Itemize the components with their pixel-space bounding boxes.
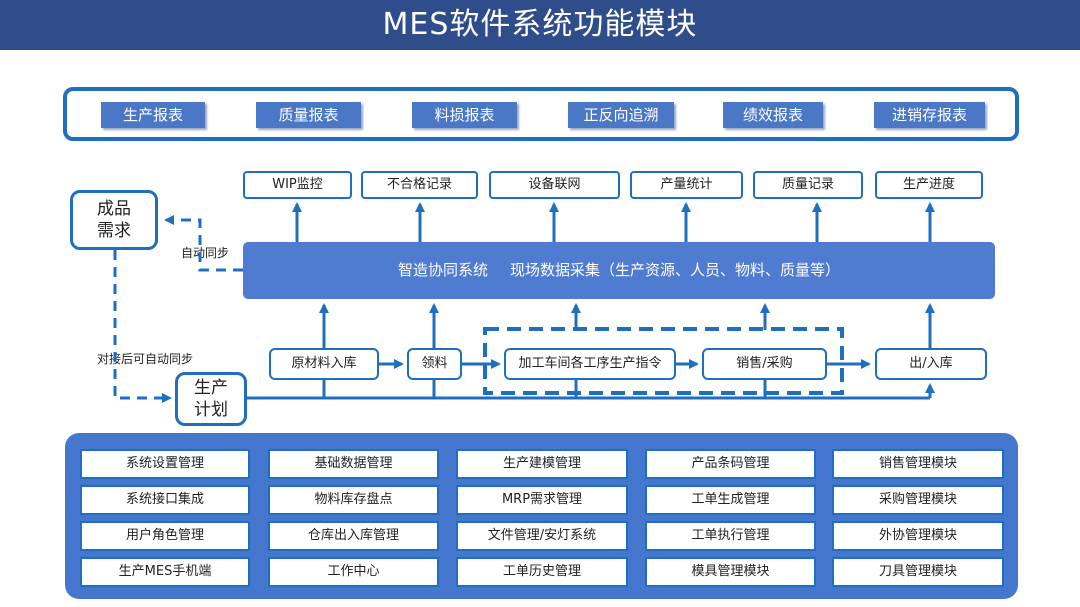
module-sales[interactable]: 销售管理模块: [832, 449, 1004, 479]
module-production-modeling[interactable]: 生产建模管理: [456, 449, 628, 479]
defect-record-box[interactable]: 不合格记录: [361, 171, 478, 199]
module-inventory-count[interactable]: 物料库存盘点: [268, 485, 439, 515]
production-progress-box[interactable]: 生产进度: [875, 171, 983, 199]
module-warehouse-io[interactable]: 仓库出入库管理: [268, 521, 439, 551]
product-demand-label: 成品需求: [97, 199, 131, 241]
data-collection-bar: 智造协同系统 现场数据采集（生产资源、人员、物料、质量等）: [243, 242, 995, 299]
module-outsourcing[interactable]: 外协管理模块: [832, 521, 1004, 551]
module-file-andon[interactable]: 文件管理/安灯系统: [456, 521, 628, 551]
module-work-order-gen[interactable]: 工单生成管理: [645, 485, 816, 515]
module-work-order-exec[interactable]: 工单执行管理: [645, 521, 816, 551]
sales-purchase-box[interactable]: 销售/采购: [702, 348, 827, 380]
production-plan-label: 生产计划: [194, 378, 228, 420]
page-title: MES软件系统功能模块: [0, 0, 1080, 50]
output-stats-box[interactable]: 产量统计: [630, 171, 743, 199]
module-work-center[interactable]: 工作中心: [268, 557, 439, 587]
module-system-settings[interactable]: 系统设置管理: [80, 449, 250, 479]
module-mobile-mes[interactable]: 生产MES手机端: [80, 557, 250, 587]
report-traceability[interactable]: 正反向追溯: [568, 102, 674, 128]
module-work-order-history[interactable]: 工单历史管理: [456, 557, 628, 587]
module-mrp[interactable]: MRP需求管理: [456, 485, 628, 515]
report-material-loss[interactable]: 料损报表: [412, 102, 517, 128]
module-purchase[interactable]: 采购管理模块: [832, 485, 1004, 515]
product-demand-box[interactable]: 成品需求: [70, 190, 158, 250]
report-performance[interactable]: 绩效报表: [723, 102, 823, 128]
module-tool[interactable]: 刀具管理模块: [832, 557, 1004, 587]
data-collection-label: 现场数据采集（生产资源、人员、物料、质量等）: [510, 261, 841, 279]
auto-sync-label: 自动同步: [181, 246, 230, 260]
quality-record-box[interactable]: 质量记录: [753, 171, 863, 199]
module-barcode[interactable]: 产品条码管理: [645, 449, 816, 479]
in-out-warehouse-box[interactable]: 出/入库: [875, 348, 987, 380]
production-plan-box[interactable]: 生产计划: [175, 372, 247, 426]
workshop-instruction-box[interactable]: 加工车间各工序生产指令: [504, 348, 676, 380]
collab-system-label: 智造协同系统: [397, 261, 488, 279]
material-pick-box[interactable]: 领料: [407, 348, 462, 380]
report-production[interactable]: 生产报表: [101, 102, 205, 128]
report-inventory[interactable]: 进销存报表: [874, 102, 985, 128]
after-dock-sync-label: 对接后可自动同步: [97, 352, 194, 366]
wip-monitor-box[interactable]: WIP监控: [243, 171, 352, 199]
module-user-roles[interactable]: 用户角色管理: [80, 521, 250, 551]
raw-material-inbound-box[interactable]: 原材料入库: [269, 348, 379, 380]
module-mold[interactable]: 模具管理模块: [645, 557, 816, 587]
module-system-interface[interactable]: 系统接口集成: [80, 485, 250, 515]
reports-frame: [63, 87, 1019, 141]
device-network-box[interactable]: 设备联网: [489, 171, 620, 199]
module-basic-data[interactable]: 基础数据管理: [268, 449, 439, 479]
report-quality[interactable]: 质量报表: [256, 102, 361, 128]
